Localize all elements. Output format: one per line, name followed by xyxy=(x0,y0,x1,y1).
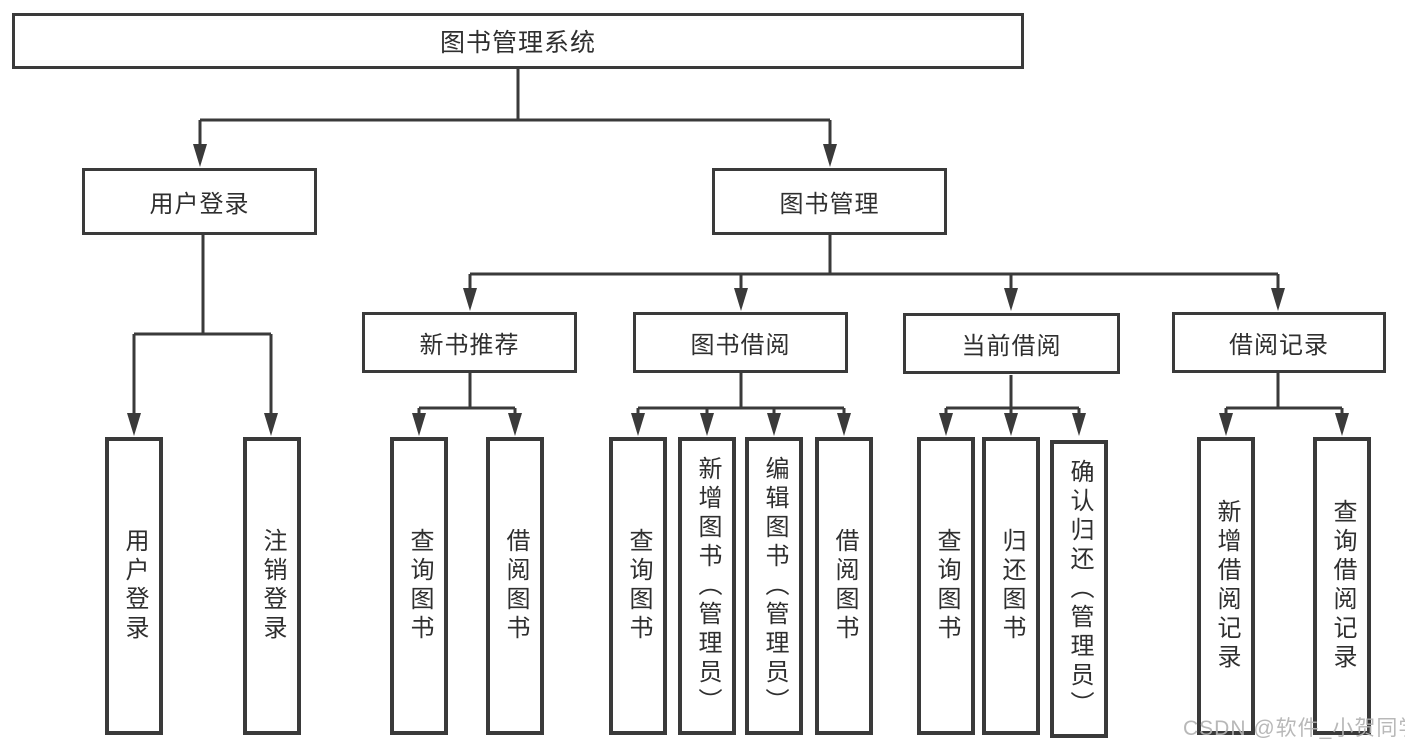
leaf-edit-book-admin: 编辑图书（管理员） xyxy=(745,437,803,735)
node-user-login: 用户登录 xyxy=(82,168,317,235)
watermark-text: CSDN @软件_小贺同学 xyxy=(1183,717,1405,740)
leaf-query-books-recommend: 查询图书 xyxy=(390,437,448,735)
leaf-query-borrow-record: 查询借阅记录 xyxy=(1313,437,1371,735)
node-book-borrowing: 图书借阅 xyxy=(633,312,848,373)
leaf-query-books-borrowing: 查询图书 xyxy=(609,437,667,735)
leaf-query-books-current: 查询图书 xyxy=(917,437,975,735)
node-current-borrowing: 当前借阅 xyxy=(903,313,1120,374)
node-library-system: 图书管理系统 xyxy=(12,13,1024,69)
node-borrow-records: 借阅记录 xyxy=(1172,312,1386,373)
leaf-add-book-admin: 新增图书（管理员） xyxy=(678,437,736,735)
arrowheads xyxy=(127,144,1349,436)
leaf-user-login: 用户登录 xyxy=(105,437,163,735)
leaf-return-books: 归还图书 xyxy=(982,437,1040,735)
node-book-management: 图书管理 xyxy=(712,168,947,235)
leaf-confirm-return-admin: 确认归还（管理员） xyxy=(1050,440,1108,738)
leaf-borrow-books-borrowing: 借阅图书 xyxy=(815,437,873,735)
node-new-book-recommend: 新书推荐 xyxy=(362,312,577,373)
leaf-add-borrow-record: 新增借阅记录 xyxy=(1197,437,1255,735)
leaf-logout: 注销登录 xyxy=(243,437,301,735)
leaf-borrow-books-recommend: 借阅图书 xyxy=(486,437,544,735)
